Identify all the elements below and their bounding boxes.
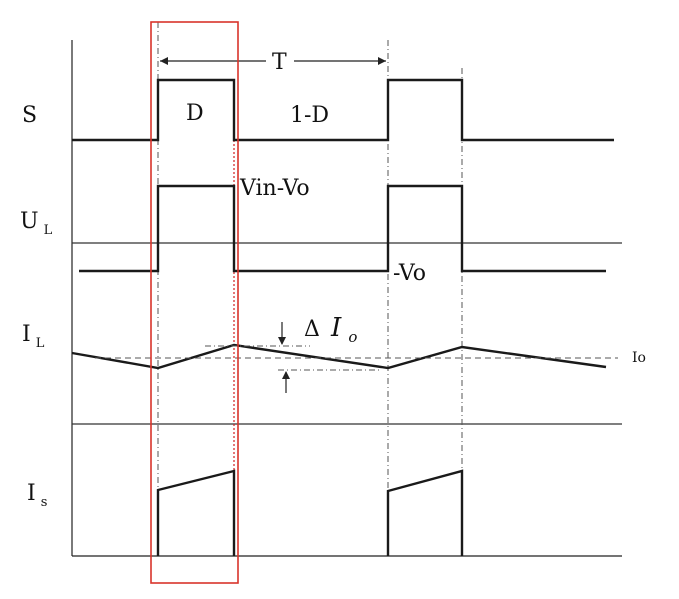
signal-il-sub: L bbox=[36, 336, 45, 351]
signal-il-main: I bbox=[22, 322, 31, 347]
is-waveform-pulse-1 bbox=[156, 469, 236, 556]
period-arrow-right-head bbox=[378, 57, 386, 65]
duty-complement-label: 1-D bbox=[290, 103, 329, 128]
is-waveform-pulse-2 bbox=[386, 469, 464, 556]
signal-label-s: S bbox=[22, 103, 37, 128]
io-label: Io bbox=[632, 350, 646, 366]
signal-label-ul: U L bbox=[20, 209, 53, 238]
s-waveform bbox=[72, 78, 614, 142]
period-arrow-left-head bbox=[160, 57, 168, 65]
delta-symbol: Δ bbox=[304, 317, 320, 342]
delta-arrow-up-head bbox=[282, 371, 290, 379]
period-label: T bbox=[272, 50, 287, 75]
highlight-box bbox=[150, 21, 239, 584]
delta-io-label: Δ I o bbox=[304, 313, 357, 346]
il-waveform bbox=[71, 343, 607, 370]
signal-label-il: I L bbox=[22, 322, 45, 351]
vin-minus-vo-label: Vin-Vo bbox=[239, 176, 310, 201]
delta-i: I bbox=[330, 313, 342, 343]
signal-is-main: I bbox=[27, 481, 36, 506]
duty-label: D bbox=[186, 101, 204, 126]
minus-vo-label: -Vo bbox=[393, 261, 426, 286]
signal-ul-sub: L bbox=[44, 223, 53, 238]
signal-is-sub: s bbox=[41, 495, 48, 510]
delta-i-subscript: o bbox=[348, 328, 357, 346]
delta-arrow-down-head bbox=[278, 337, 286, 345]
ul-waveform bbox=[79, 184, 606, 273]
signal-ul-main: U bbox=[20, 209, 39, 234]
signal-label-is: I s bbox=[27, 481, 47, 510]
